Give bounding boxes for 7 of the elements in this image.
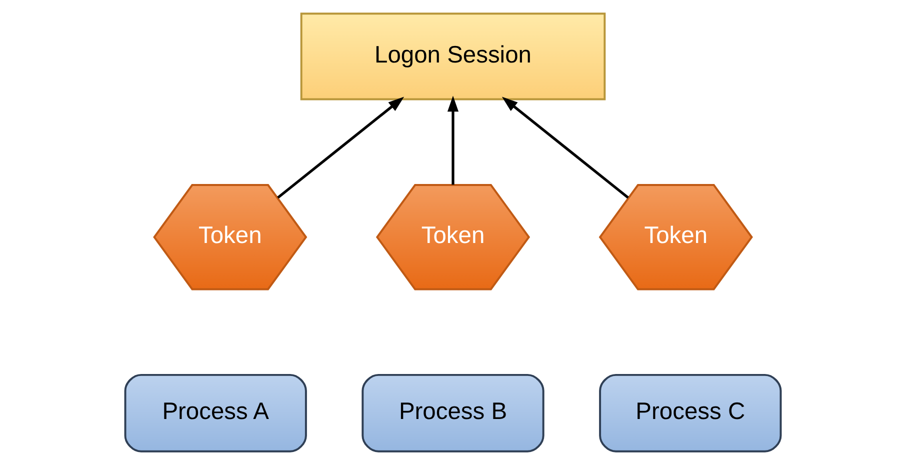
node-box: Process C bbox=[598, 374, 782, 452]
node-box: Process B bbox=[361, 374, 544, 452]
node-box: Logon Session bbox=[300, 12, 606, 100]
arrow bbox=[501, 96, 628, 199]
arrow bbox=[446, 96, 458, 185]
arrow bbox=[276, 96, 404, 199]
node-box: Process A bbox=[124, 374, 306, 452]
